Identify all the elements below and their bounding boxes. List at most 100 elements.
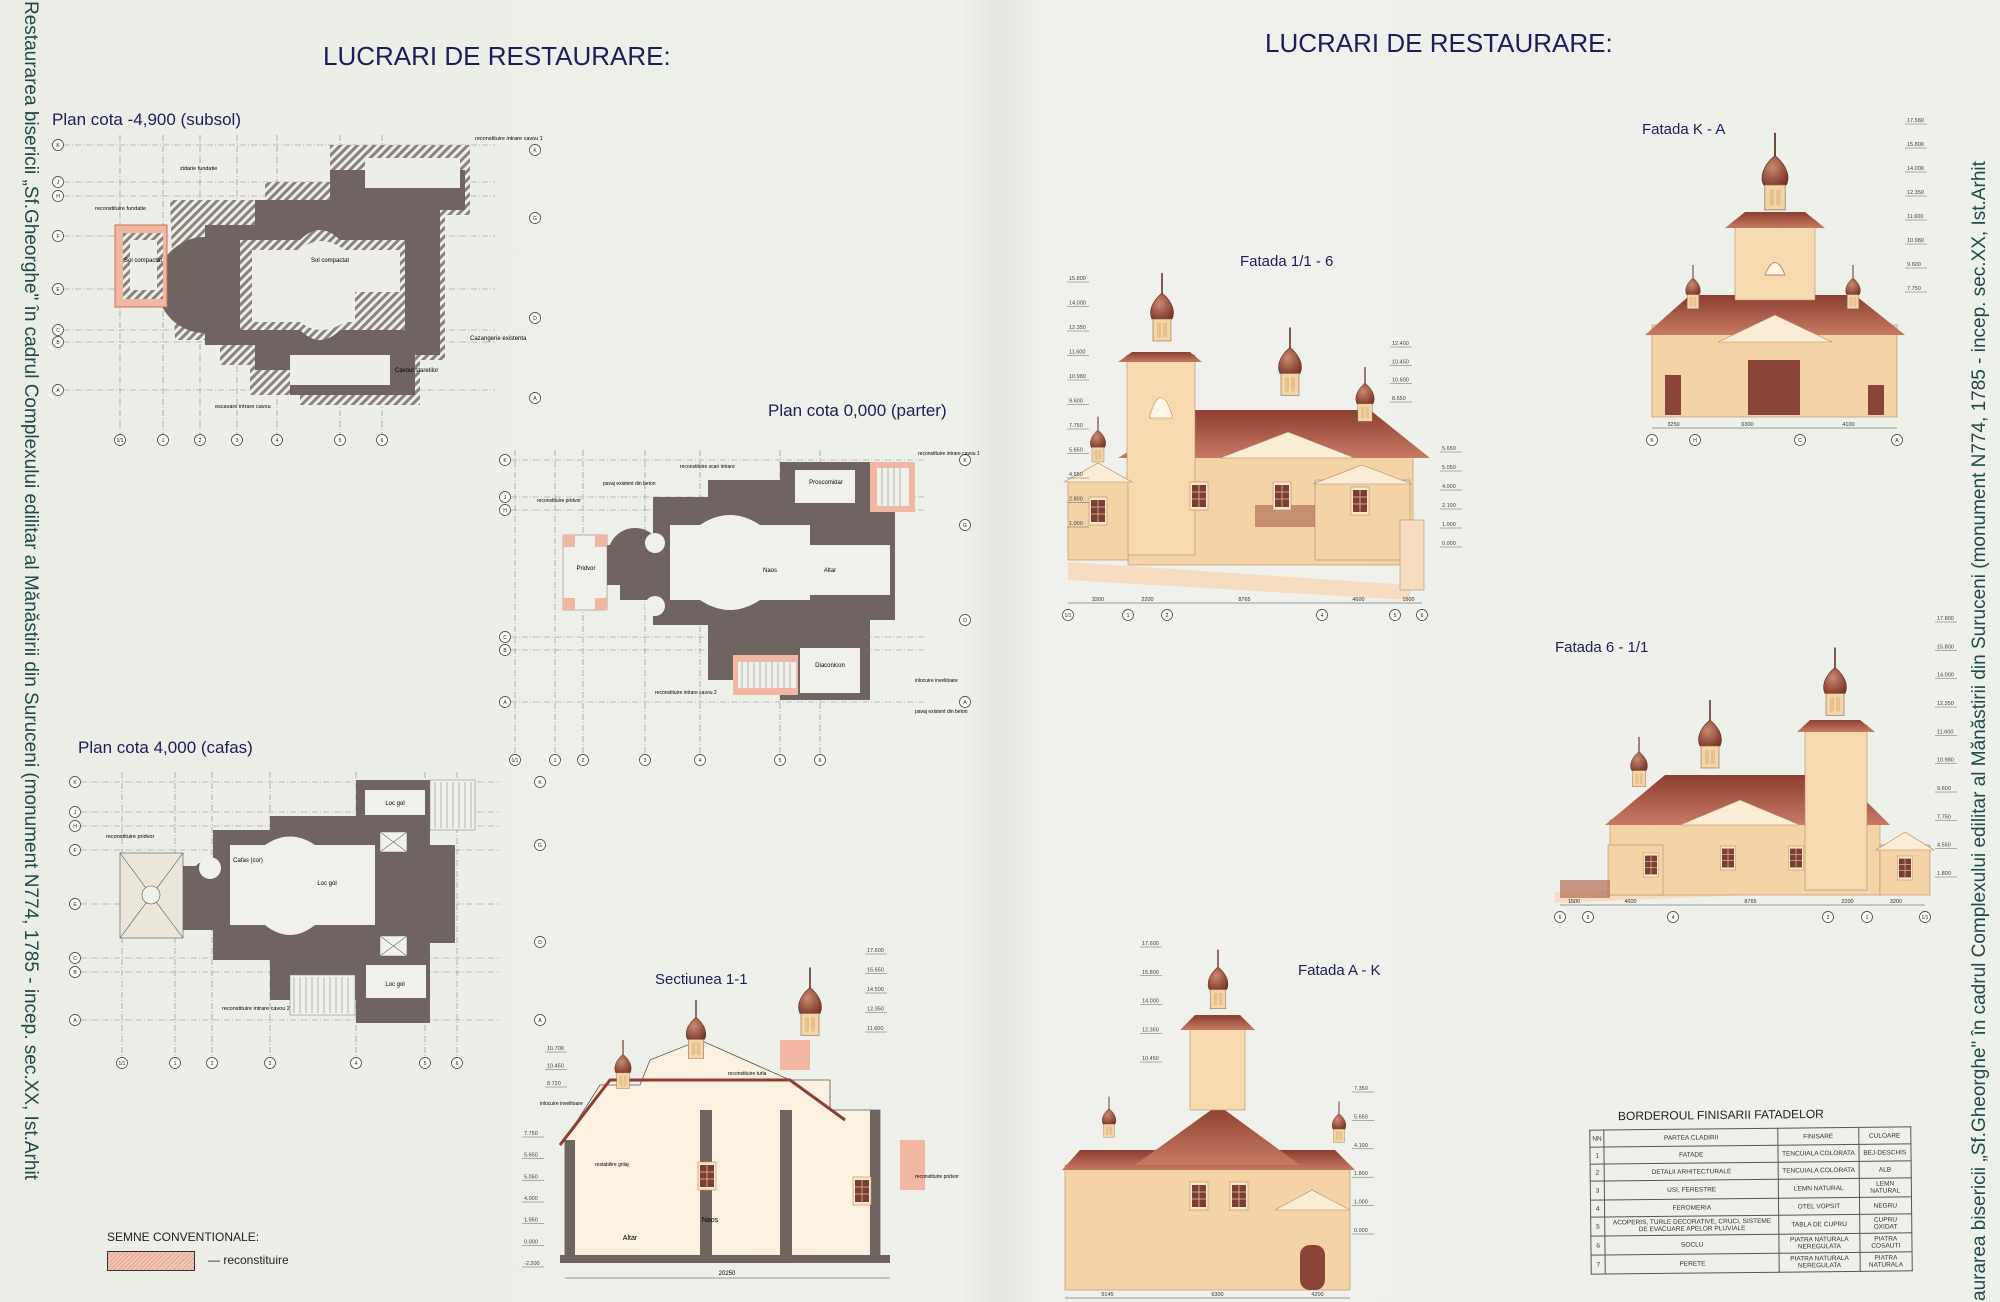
axis-marker: [529, 392, 541, 404]
axis-label: G: [538, 843, 542, 849]
axis-label: C: [56, 328, 60, 334]
axis-marker: [1122, 609, 1134, 621]
axis-marker: [69, 966, 81, 978]
axis-label: B: [503, 648, 507, 654]
axis-marker: [1822, 911, 1834, 923]
level-mark: 10.980: [1907, 238, 1924, 244]
table-header: NN: [1589, 1130, 1605, 1148]
plan-subsol: Plan cota -4,900 (subsol) KJHFECBAKGDA1/…: [52, 110, 543, 446]
axis-label: F: [56, 234, 59, 240]
axis-label: G: [533, 216, 537, 222]
table-cell: FATADE: [1604, 1145, 1779, 1165]
axis-marker: [529, 212, 541, 224]
table-cell: 7: [1591, 1255, 1606, 1275]
level-mark: 9.600: [1937, 786, 1951, 792]
level-mark: 9.600: [1907, 262, 1921, 268]
level-mark: 14.000: [1937, 673, 1954, 679]
plan-subsol-label: Cazangerie existenta: [470, 336, 527, 342]
axis-label: 3: [644, 758, 647, 764]
axis-marker: [1667, 911, 1679, 923]
level-mark: 11.600: [867, 1026, 883, 1032]
axis-marker: [419, 1057, 431, 1069]
axis-label: 1: [162, 438, 165, 444]
level-mark: 17.600: [867, 948, 884, 954]
axis-marker: [694, 754, 706, 766]
axis-label: 5: [779, 758, 782, 764]
axis-marker: [959, 696, 971, 708]
level-mark: 1.000: [1442, 522, 1456, 528]
level-mark: 8.650: [1392, 396, 1406, 402]
axis-label: B: [56, 340, 60, 346]
level-mark: 10.450: [547, 1064, 564, 1070]
table-cell: PERETE: [1605, 1253, 1780, 1275]
level-mark: 7.350: [1354, 1086, 1368, 1092]
axis-label: 4: [276, 438, 279, 444]
axis-label: E: [56, 287, 60, 293]
axis-label: 4: [1321, 613, 1324, 619]
level-mark: 4.100: [1354, 1143, 1368, 1149]
facade-k-to-a: Fatada K - A 17.58015.80014.00012.35011.…: [1642, 118, 1927, 446]
level-mark: 1.000: [1069, 521, 1083, 527]
plan-subsol-label: Cavoul staretilor: [395, 368, 438, 374]
level-mark: 7.750: [1907, 286, 1921, 292]
axis-marker: [1689, 434, 1701, 446]
axis-label: 5: [1587, 915, 1590, 921]
axis-marker: [1582, 911, 1594, 923]
axis-marker: [231, 434, 243, 446]
axis-label: 6: [1559, 915, 1562, 921]
axis-marker: [774, 754, 786, 766]
section-dimension: 20250: [719, 1271, 736, 1277]
level-mark: 12.350: [1907, 190, 1924, 196]
axis-label: K: [963, 458, 967, 464]
axis-marker: [69, 1014, 81, 1026]
level-mark: 12.350: [1142, 1027, 1159, 1033]
level-mark: 12.350: [1937, 701, 1954, 707]
dimension-value: 3200: [1092, 597, 1104, 603]
plan-subsol-label: escavare intrare cavou: [215, 404, 271, 410]
facade-level-marks: 17.60015.80014.00012.35010.4507.3505.650…: [1065, 941, 1374, 1299]
plan-cafas-label: reconstituire pridvor: [106, 834, 154, 840]
axis-label: C: [73, 956, 77, 962]
axis-marker: [534, 1014, 546, 1026]
axis-label: A: [963, 700, 967, 706]
axis-label: 2: [1827, 915, 1830, 921]
axis-label: G: [963, 523, 967, 529]
level-mark: 10.980: [1937, 758, 1954, 764]
table-cell: PIATRA NATURALA: [1859, 1251, 1913, 1272]
axis-marker: [1891, 434, 1903, 446]
table-cell: 2: [1590, 1164, 1605, 1182]
level-mark: 4.000: [524, 1196, 538, 1202]
facade-a-to-k: Fatada A - K 17.60015.80014.00012.35010.…: [1062, 941, 1381, 1299]
plan-parter-label: Naos: [763, 568, 777, 574]
level-mark: 0.000: [1442, 541, 1456, 547]
level-mark: 15.800: [1937, 644, 1954, 650]
section-label: inlocuire invelitoare: [540, 1101, 583, 1107]
axis-marker: [157, 434, 169, 446]
table-cell: 4: [1590, 1200, 1606, 1218]
level-mark: 4.550: [1937, 843, 1951, 849]
level-mark: 7.750: [524, 1131, 538, 1137]
axis-label: A: [533, 396, 537, 402]
level-mark: 15.650: [867, 968, 884, 974]
facade-title: Fatada K - A: [1642, 121, 1725, 138]
table-cell: PIATRA NATURALA NEREGULATA: [1779, 1252, 1860, 1273]
level-mark: 0.000: [524, 1239, 538, 1245]
axis-label: 1: [1127, 613, 1130, 619]
axis-label: 3: [236, 438, 239, 444]
level-mark: 17.580: [1907, 118, 1924, 124]
axis-marker: [116, 1057, 128, 1069]
axis-marker: [499, 504, 511, 516]
axis-marker: [509, 754, 521, 766]
axis-label: 6: [819, 758, 822, 764]
level-mark: 12.350: [1069, 325, 1086, 331]
dimension-value: 8765: [1744, 899, 1756, 905]
table-cell: DETALII ARHITECTURALE: [1604, 1162, 1779, 1182]
section-title: Sectiunea 1-1: [655, 971, 748, 988]
axis-label: D: [538, 940, 542, 946]
plan-parter-label: reconstituire intrare cavou 2: [655, 690, 717, 696]
axis-label: K: [73, 780, 77, 786]
axis-label: 2: [199, 438, 202, 444]
axis-label: 2: [1166, 613, 1169, 619]
